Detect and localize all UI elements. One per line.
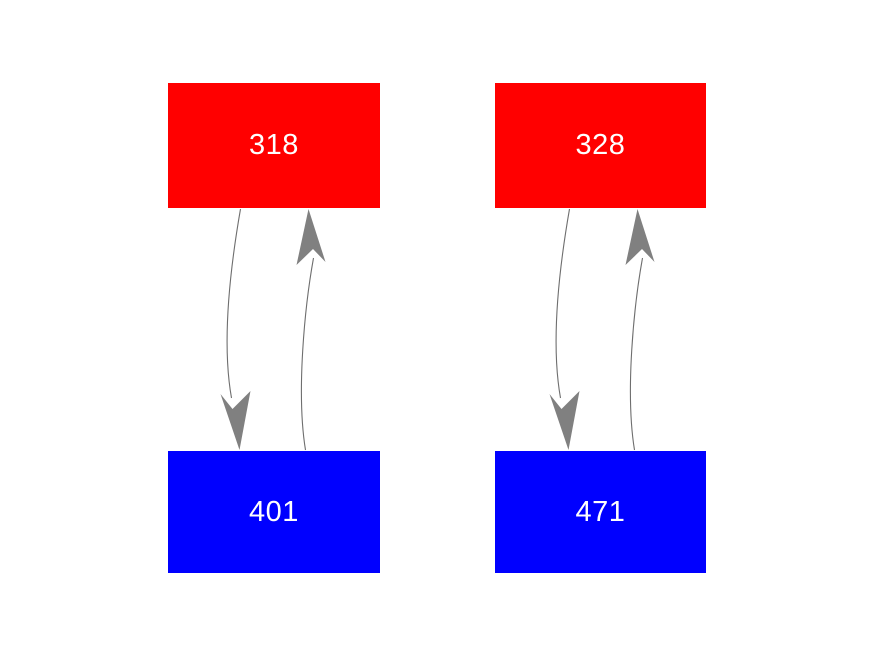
edge-328-to-471-line (555, 208, 571, 399)
edge-471-to-328-arrowhead (625, 209, 655, 265)
edge-318-to-401-line (226, 208, 242, 399)
node-471-label: 471 (575, 495, 626, 528)
edge-401-to-318-arrowhead (296, 209, 326, 265)
node-318-label: 318 (249, 129, 299, 161)
edge-328-to-471 (549, 208, 580, 450)
node-401[interactable]: 401 (168, 451, 380, 573)
edge-318-to-401 (220, 208, 251, 450)
node-401-label: 401 (249, 495, 299, 528)
edge-328-to-471-arrowhead (549, 391, 580, 450)
edge-471-to-328-line (629, 257, 644, 451)
edge-318-to-401-arrowhead (220, 391, 251, 450)
node-471[interactable]: 471 (495, 451, 706, 573)
edge-471-to-328 (625, 209, 655, 451)
node-318[interactable]: 318 (168, 83, 380, 208)
edge-401-to-318-line (300, 257, 315, 451)
node-328[interactable]: 328 (495, 83, 706, 208)
node-328-label: 328 (575, 129, 626, 161)
edge-401-to-318 (296, 209, 326, 451)
